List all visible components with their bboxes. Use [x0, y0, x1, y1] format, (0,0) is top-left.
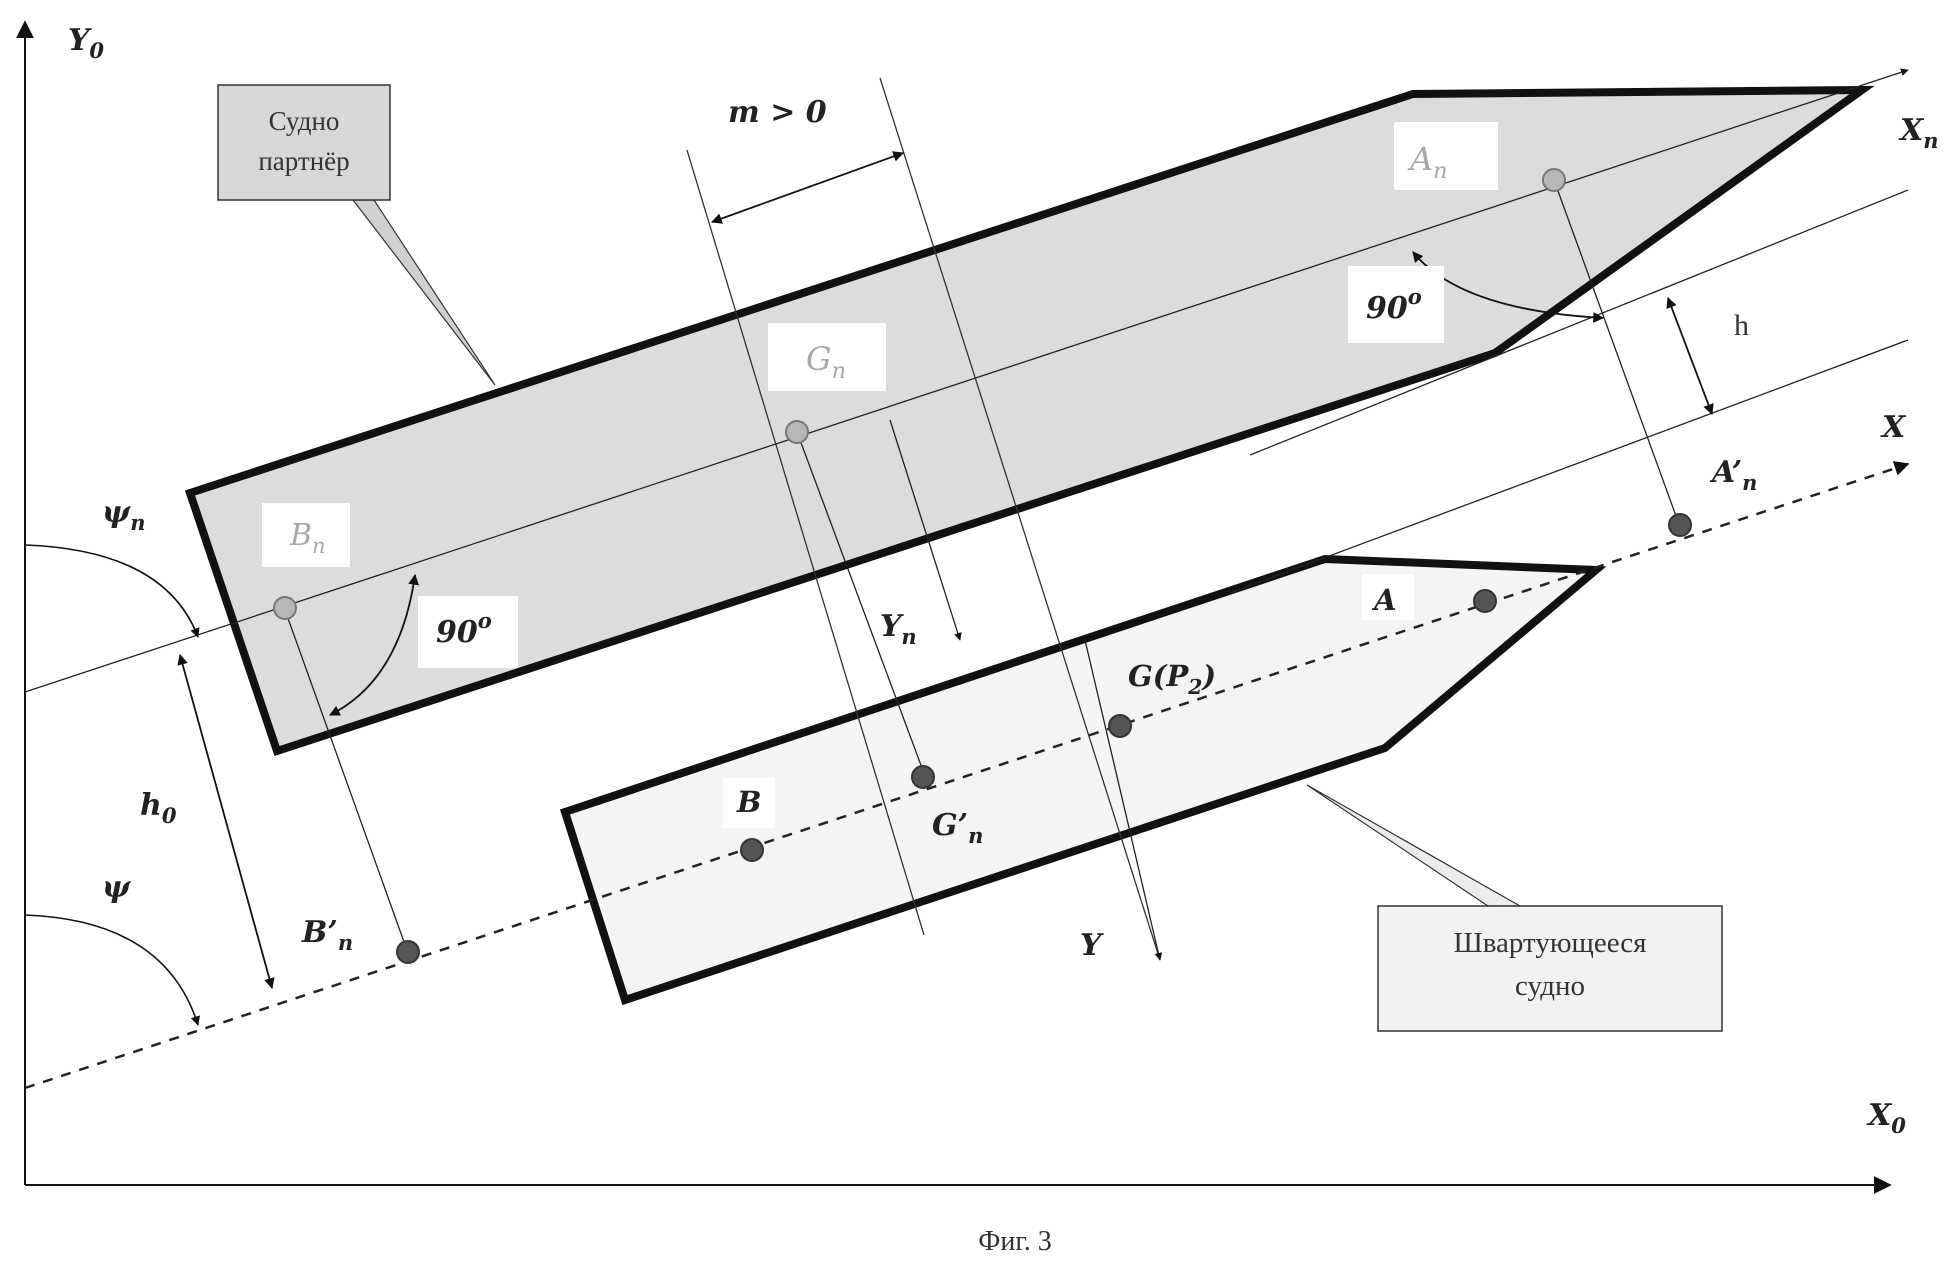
h-arrow — [1668, 298, 1712, 414]
b-label: B — [736, 785, 762, 819]
point-a-prime — [1669, 514, 1691, 536]
psi-n-label: ψn — [102, 495, 146, 535]
point-g-prime — [912, 766, 934, 788]
point-b-prime — [397, 941, 419, 963]
mooring-callout-line2: судно — [1515, 970, 1585, 1002]
m-offset-label: m > 0 — [728, 95, 827, 130]
yn-axis-label: Yn — [880, 609, 917, 649]
mooring-callout-pointer — [1307, 785, 1520, 906]
point-g — [1109, 715, 1131, 737]
point-an — [1543, 169, 1565, 191]
psi-arc — [25, 915, 198, 1025]
point-bn — [274, 597, 296, 619]
h0-label: h0 — [140, 788, 177, 828]
point-b — [741, 839, 763, 861]
h-label: h — [1734, 309, 1749, 342]
psi-label: ψ — [102, 870, 132, 905]
y-axis-label: Y — [1080, 928, 1104, 963]
partner-callout-box — [218, 85, 390, 200]
b-prime-label: B’n — [301, 915, 353, 955]
point-gn — [786, 421, 808, 443]
a-prime-label: A’n — [1709, 455, 1757, 495]
m-offset-arrow — [712, 153, 903, 222]
x0-axis-label: X0 — [1866, 1098, 1906, 1138]
mooring-callout-box — [1378, 906, 1722, 1031]
partner-callout-line2: партнёр — [258, 146, 349, 176]
a-label: A — [1371, 583, 1397, 617]
mooring-callout-line1: Швартующееся — [1453, 927, 1646, 959]
point-a — [1474, 590, 1496, 612]
partner-callout-line1: Судно — [269, 106, 340, 136]
y0-axis-label: Y0 — [68, 23, 104, 63]
x-axis-label: X — [1880, 410, 1907, 445]
xn-axis-label: Xn — [1898, 113, 1939, 153]
figure-caption: Фиг. 3 — [978, 1226, 1051, 1257]
psi-n-arc — [25, 545, 198, 637]
partner-callout-pointer — [353, 200, 495, 385]
